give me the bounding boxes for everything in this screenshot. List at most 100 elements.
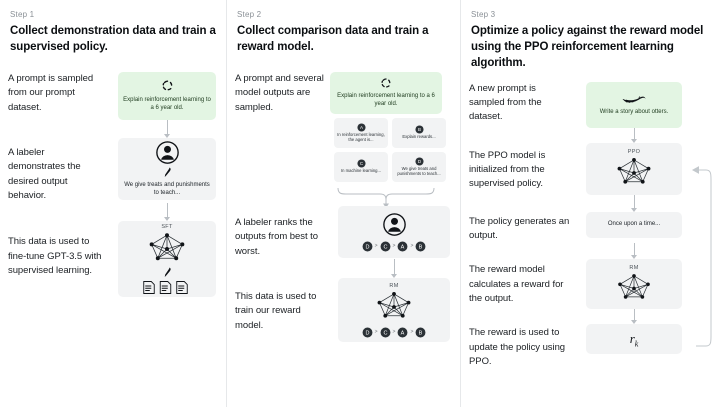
rm-block-step3: RM (586, 259, 682, 310)
step-3-graphic-2: PPO (586, 142, 682, 195)
step-2-column: Step 2 Collect comparison data and train… (226, 0, 460, 407)
step-1-graphic-2: We give treats and punishments to teach.… (118, 137, 216, 200)
step-3-title: Optimize a policy against the reward mod… (471, 25, 704, 69)
step-3-graphic-4: RM (586, 259, 682, 310)
arrow-3-3 (586, 243, 682, 260)
letter-c-icon: C (356, 159, 366, 168)
step-3-caption-1: A new prompt is sampled from the dataset… (469, 82, 542, 123)
labeler-rank-block: D > C > A > (338, 205, 450, 258)
merge-brace (337, 187, 435, 208)
svg-text:A: A (401, 244, 405, 250)
step-3-caption-4: The reward model calculates a reward for… (469, 264, 564, 305)
step-1-label: Step 1 (10, 10, 35, 19)
step-1-row-2: A labeler demonstrates the desired outpu… (8, 137, 216, 204)
svg-text:C: C (359, 161, 363, 166)
candidate-text-d: We give treats and punishments to teach.… (397, 165, 441, 177)
rank-token-4: B (415, 241, 426, 252)
generated-output-text: Once upon a time... (607, 221, 661, 228)
letter-a-icon: A (356, 122, 366, 132)
ppo-label: PPO (627, 148, 641, 155)
neural-network-icon (618, 274, 650, 299)
candidate-text-a: In reinforcement learning, the agent is.… (337, 131, 385, 143)
svg-text:B: B (419, 330, 423, 336)
rank-token-4: B (415, 327, 426, 337)
step-3-caption-5: The reward is used to update the policy … (469, 327, 566, 368)
recycle-icon (381, 77, 391, 88)
step-2-row-2: A labeler ranks the outputs from best to… (235, 205, 450, 259)
candidate-output-b: B Explain rewards... (392, 117, 446, 148)
step-1-column: Step 1 Collect demonstration data and tr… (0, 0, 226, 407)
prompt-text-2: Explain reinforcement learning to a 6 ye… (337, 92, 435, 108)
arrow-3-2 (586, 194, 682, 212)
rm-label-step2: RM (389, 282, 399, 289)
step-3-caption-3: The policy generates an output. (469, 215, 570, 242)
pencil-icon (164, 267, 171, 278)
step-1-caption-2: A labeler demonstrates the desired outpu… (8, 146, 81, 202)
arrow-3-4 (586, 309, 682, 325)
rm-block-step2: RM (338, 278, 450, 343)
rank-gt-2: > (392, 329, 396, 336)
step-2-caption-3: This data is used to train our reward mo… (235, 291, 317, 331)
step-3-graphic-5: rk (586, 324, 682, 355)
step-1-caption-1: A prompt is sampled from our prompt data… (8, 72, 94, 113)
neural-network-icon (617, 157, 651, 184)
step-2-row-3: This data is used to train our reward mo… (235, 278, 450, 343)
step-2-caption-1: A prompt and several model outputs are s… (235, 72, 324, 113)
recycle-icon (162, 79, 172, 90)
reward-block: rk (586, 324, 682, 355)
rank-token-2: C (380, 241, 390, 252)
arrow-1-2 (118, 203, 216, 222)
step-3-row-1: A new prompt is sampled from the dataset… (469, 81, 710, 128)
ranking-row-rm: D > C > A > (362, 327, 427, 338)
svg-text:D: D (365, 244, 369, 250)
rank-gt-3: > (410, 243, 414, 250)
step-3-row-2: The PPO model is initialized from the su… (469, 142, 710, 195)
pencil-icon (164, 167, 171, 177)
rank-gt-1: > (374, 243, 378, 250)
neural-network-icon (149, 233, 185, 261)
reward-symbol: rk (630, 331, 639, 349)
ranking-row-labeler: D > C > A > (362, 241, 427, 252)
reward-symbol-subscript: k (634, 339, 639, 349)
step-1-graphic-1: Explain reinforcement learning to a 6 ye… (118, 71, 216, 120)
svg-text:A: A (359, 125, 362, 130)
step-3-graphic-1: Write a story about otters. (586, 81, 682, 128)
svg-text:B: B (417, 127, 420, 132)
arrow-2-2 (338, 259, 450, 279)
svg-text:D: D (417, 159, 421, 164)
step-3-row-3: The policy generates an output. Once upo… (469, 211, 710, 244)
svg-text:C: C (383, 244, 387, 250)
step-1-caption-3: This data is used to fine-tune GPT-3.5 w… (8, 236, 102, 277)
candidate-text-b: Explain rewards... (402, 134, 436, 140)
rank-gt-1: > (374, 329, 378, 336)
prompt-text-3: Write a story about otters. (599, 108, 669, 115)
candidate-output-d: D We give treats and punishments to teac… (392, 151, 446, 182)
step-3-caption-2: The PPO model is initialized from the su… (469, 149, 546, 190)
step-3-column: Step 3 Optimize a policy against the rew… (460, 0, 720, 407)
neural-network-icon (377, 291, 411, 318)
step-2-graphic-1: Explain reinforcement learning to a 6 ye… (330, 71, 450, 208)
person-icon (382, 212, 406, 236)
prompt-block-1: Explain reinforcement learning to a 6 ye… (118, 71, 216, 120)
letter-b-icon: B (414, 125, 424, 134)
rm-label-step3: RM (629, 264, 639, 271)
step-2-label: Step 2 (237, 10, 262, 19)
step-1-graphic-3: SFT (118, 221, 216, 298)
step-2-title: Collect comparison data and train a rewa… (237, 25, 429, 53)
candidate-output-c: C In machine learning... (334, 151, 388, 182)
svg-text:C: C (383, 330, 387, 336)
step-3-row-4: The reward model calculates a reward for… (469, 259, 710, 310)
step-2-caption-2: A labeler ranks the outputs from best to… (235, 216, 318, 257)
documents-icon (143, 281, 188, 294)
ppo-block: PPO (586, 142, 682, 195)
step-2-row-1: A prompt and several model outputs are s… (235, 71, 450, 208)
step-2-graphic-2: D > C > A > (338, 205, 450, 258)
rank-token-3: A (398, 241, 408, 252)
candidate-outputs-grid: A In reinforcement learning, the agent i… (330, 114, 450, 186)
labeler-text: We give treats and punishments to teach.… (124, 181, 210, 197)
candidate-output-a: A In reinforcement learning, the agent i… (334, 117, 388, 148)
step-1-row-3: This data is used to fine-tune GPT-3.5 w… (8, 221, 216, 298)
otter-icon (622, 96, 646, 103)
